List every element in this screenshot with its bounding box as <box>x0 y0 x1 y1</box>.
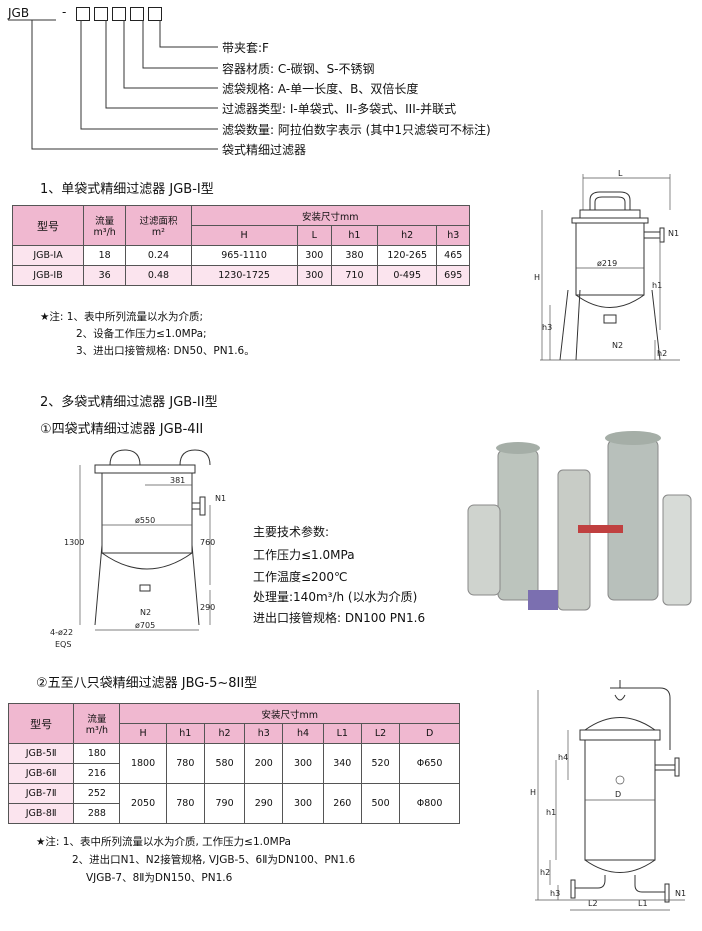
th-h2: h2 <box>376 225 438 246</box>
th2-install: 安装尺寸mm <box>119 703 460 724</box>
dim-h1-multi: h1 <box>546 808 556 817</box>
table-row: JGB-IB 36 0.48 1230-1725 300 710 0-495 6… <box>11 265 470 286</box>
single-bag-filter-drawing: L ø219 N1 N2 H h1 h3 h2 <box>534 170 680 361</box>
section1-title: 1、单袋式精细过滤器 JGB-I型 <box>40 182 214 197</box>
th-h1: h1 <box>330 225 378 246</box>
dim-L: L <box>618 170 623 178</box>
dim-h2: h2 <box>657 349 667 358</box>
section2-sub2: ②五至八只袋精细过滤器 JBG-5~8II型 <box>36 676 258 691</box>
dim-h3-multi: h3 <box>550 889 560 898</box>
param-connection: 进出口接管规格: DN100 PN1.6 <box>253 611 426 625</box>
dim-290: 290 <box>200 603 215 612</box>
code-line-3: 滤袋规格: A-单一长度、B、双倍长度 <box>222 82 419 96</box>
multi-bag-filter-drawing: D N1 H h4 h1 h2 h3 L2 L1 <box>530 680 686 911</box>
section2-title: 2、多袋式精细过滤器 JGB-II型 <box>40 395 218 410</box>
table-row: JGB-IA 18 0.24 965-1110 300 380 120-265 … <box>11 245 470 266</box>
dim-D: D <box>615 790 621 799</box>
dim-h1: h1 <box>652 281 662 290</box>
dim-705: ø705 <box>135 621 155 630</box>
th-install: 安装尺寸mm <box>190 205 471 226</box>
four-bag-filter-drawing: 381 N1 ø550 N2 1300 760 290 ø705 4-ø22 E… <box>50 449 226 649</box>
th-h3: h3 <box>436 225 470 246</box>
th-L: L <box>296 225 332 246</box>
th-model: 型号 <box>11 205 85 246</box>
code-dash: - <box>62 5 67 19</box>
label-N1-4bag: N1 <box>215 494 226 503</box>
param-temperature: 工作温度≤200℃ <box>253 570 348 584</box>
table-row: JGB-8Ⅱ 288 <box>7 803 460 824</box>
section2-sub1: ①四袋式精细过滤器 JGB-4II <box>40 422 204 437</box>
code-line-4: 过滤器类型: I-单袋式、II-多袋式、III-并联式 <box>222 102 457 116</box>
label-N1-multi: N1 <box>675 889 686 898</box>
table-row: JGB-5Ⅱ 180 1800 780 580 200 300 340 520 … <box>7 743 460 784</box>
dim-h2-multi: h2 <box>540 868 550 877</box>
section1-note-2: 2、设备工作压力≤1.0MPa; <box>76 328 207 340</box>
label-N2-4bag: N2 <box>140 608 151 617</box>
code-line-6: 袋式精细过滤器 <box>222 143 307 157</box>
dim-760: 760 <box>200 538 215 547</box>
section2-note-3: VJGB-7、8Ⅱ为DN150、PN1.6 <box>86 872 233 884</box>
section1-note-1: ★注: 1、表中所列流量以水为介质; <box>40 311 204 323</box>
dim-1300: 1300 <box>64 538 84 547</box>
label-N1: N1 <box>668 229 679 238</box>
section1-note-3: 3、进出口接管规格: DN50、PN1.6。 <box>76 345 255 357</box>
dim-H-multi: H <box>530 788 536 797</box>
label-N2: N2 <box>612 341 623 350</box>
dim-H: H <box>534 273 540 282</box>
dim-550: ø550 <box>135 516 155 525</box>
dim-L2: L2 <box>588 899 598 908</box>
code-line-2: 容器材质: C-碳钢、S-不锈钢 <box>222 62 375 76</box>
th-H: H <box>190 225 298 246</box>
dim-h3: h3 <box>542 323 552 332</box>
table-row: JGB-6Ⅱ 216 <box>7 763 460 784</box>
code-line-1: 带夹套:F <box>222 41 269 55</box>
section2-note-2: 2、进出口N1、N2接管规格, VJGB-5、6Ⅱ为DN100、PN1.6 <box>72 854 356 866</box>
th2-model: 型号 <box>7 703 75 744</box>
dim-381: 381 <box>170 476 185 485</box>
dim-L1: L1 <box>638 899 648 908</box>
params-title: 主要技术参数: <box>253 525 330 539</box>
dim-h4: h4 <box>558 753 568 762</box>
label-holes: 4-ø22 <box>50 628 73 637</box>
label-eqs: EQS <box>55 640 71 649</box>
dim-dia: ø219 <box>597 259 617 268</box>
code-line-5: 滤袋数量: 阿拉伯数字表示 (其中1只滤袋可不标注) <box>222 123 491 137</box>
section2-note-1: ★注: 1、表中所列流量以水为介质, 工作压力≤1.0MPa <box>36 836 291 848</box>
param-capacity: 处理量:140m³/h (以水为介质) <box>253 590 418 604</box>
filters-photo <box>458 410 698 620</box>
code-boxes <box>76 6 166 25</box>
code-connector-lines <box>8 19 218 150</box>
param-pressure: 工作压力≤1.0MPa <box>253 548 355 562</box>
code-prefix: JGB <box>8 6 30 20</box>
table-row: JGB-7Ⅱ 252 2050 780 790 290 300 260 500 … <box>7 783 460 824</box>
